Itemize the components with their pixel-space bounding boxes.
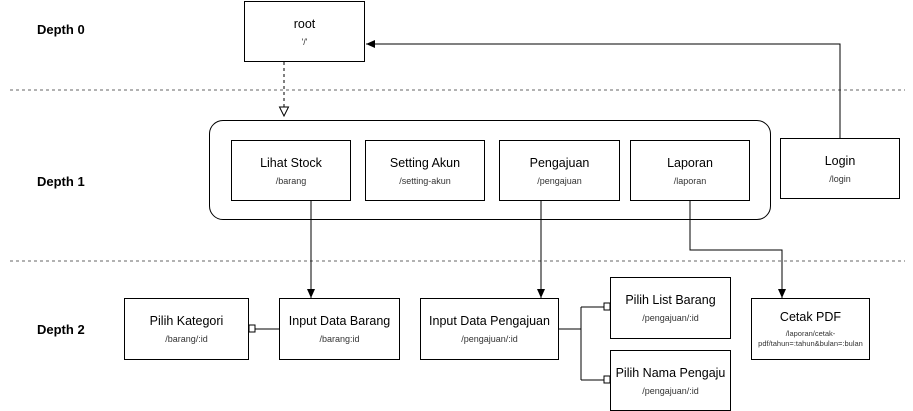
node-title: Laporan <box>667 155 713 170</box>
main-menu-group <box>209 120 771 220</box>
edge-input-pengajuan-bracket <box>559 306 604 381</box>
node-path: /pengajuan <box>537 175 582 186</box>
node-pilih-list-barang[interactable]: Pilih List Barang /pengajuan/:id <box>610 277 731 339</box>
node-title: Login <box>824 153 856 168</box>
node-path: /login <box>829 173 851 184</box>
node-setting-akun[interactable]: Setting Akun /setting-akun <box>365 140 485 201</box>
node-title: Cetak PDF <box>779 310 842 324</box>
depth-label-2: Depth 2 <box>37 322 85 337</box>
node-path: /pengajuan/:id <box>642 313 699 323</box>
node-pengajuan[interactable]: Pengajuan /pengajuan <box>499 140 620 201</box>
connector-end-square <box>248 324 256 333</box>
node-title: Pilih Kategori <box>149 314 224 328</box>
node-title: Pengajuan <box>529 155 590 170</box>
node-pilih-nama-pengaju[interactable]: Pilih Nama Pengaju /pengajuan/:id <box>610 350 731 411</box>
node-title: Pilih Nama Pengaju <box>615 365 726 380</box>
depth-label-1: Depth 1 <box>37 174 85 189</box>
depth-label-0: Depth 0 <box>37 22 85 37</box>
node-path: /laporan <box>673 175 707 186</box>
node-path: /barang <box>275 175 307 186</box>
node-input-data-barang[interactable]: Input Data Barang /barang:id <box>279 298 400 360</box>
edge-login-to-root <box>366 40 841 138</box>
node-path: /pengajuan/:id <box>461 334 518 344</box>
node-title: Setting Akun <box>389 155 461 170</box>
node-path-line-1: /laporan/cetak- <box>785 329 836 338</box>
node-path: /laporan/cetak- pdf/tahun=:tahun&bulan=:… <box>758 329 863 349</box>
node-pilih-kategori[interactable]: Pilih Kategori /barang/:id <box>124 298 249 360</box>
node-path: '/' <box>301 36 308 47</box>
node-title: root <box>293 16 316 31</box>
node-root[interactable]: root '/' <box>244 1 365 62</box>
node-title: Pilih List Barang <box>625 293 716 307</box>
node-cetak-pdf[interactable]: Cetak PDF /laporan/cetak- pdf/tahun=:tah… <box>751 298 870 360</box>
node-laporan[interactable]: Laporan /laporan <box>630 140 750 201</box>
node-lihat-stock[interactable]: Lihat Stock /barang <box>231 140 351 201</box>
edge-laporan-to-cetak-pdf <box>689 201 786 298</box>
node-path: /pengajuan/:id <box>642 385 699 396</box>
node-title: Lihat Stock <box>260 155 322 170</box>
node-path-line-2: pdf/tahun=:tahun&bulan=:bulan <box>758 339 863 348</box>
node-title: Input Data Pengajuan <box>429 314 550 328</box>
node-login[interactable]: Login /login <box>780 138 900 199</box>
node-title: Input Data Barang <box>288 314 391 328</box>
node-path: /setting-akun <box>399 175 451 186</box>
node-path: /barang/:id <box>165 334 208 344</box>
node-input-data-pengajuan[interactable]: Input Data Pengajuan /pengajuan/:id <box>420 298 559 360</box>
node-path: /barang:id <box>319 334 360 344</box>
